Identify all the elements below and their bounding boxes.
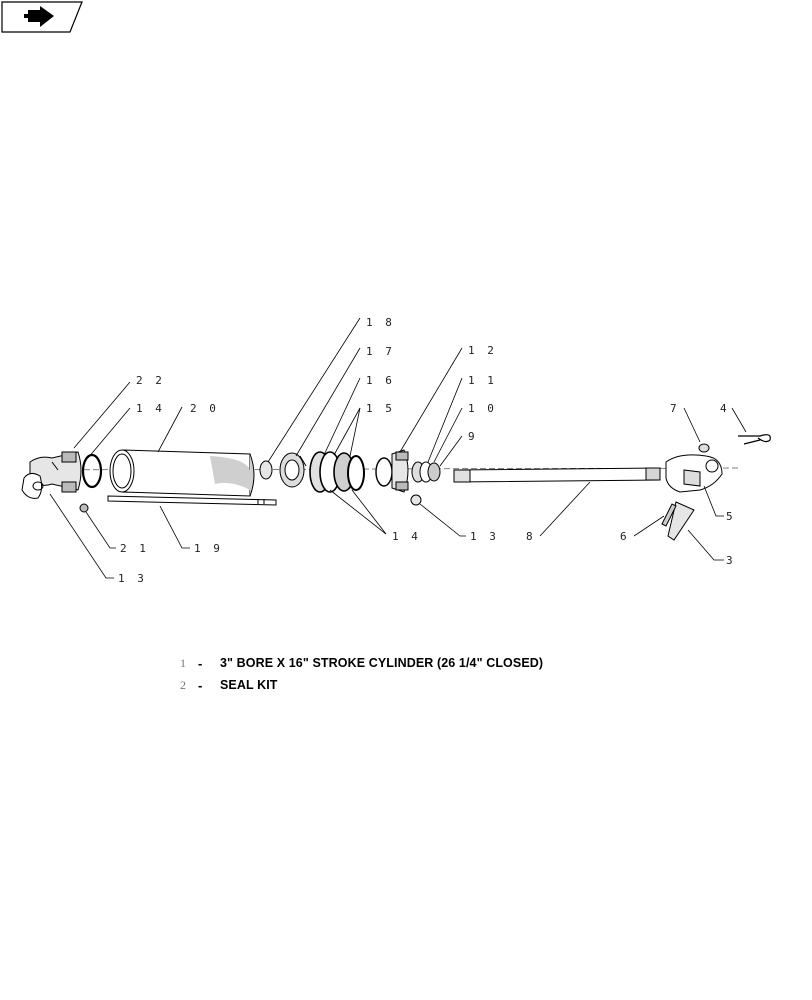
callout-21: 2 1 — [120, 542, 149, 555]
callout-15: 1 5 — [366, 402, 395, 415]
o-ring — [81, 453, 103, 489]
legend-dash: - — [198, 677, 203, 693]
callout-13: 1 3 — [118, 572, 147, 585]
leader-lines — [49, 317, 747, 579]
clevis-pin — [667, 501, 695, 541]
callout-12: 1 2 — [468, 344, 497, 357]
callout-17: 1 7 — [366, 345, 395, 358]
cylinder-barrel — [109, 449, 255, 497]
callout-22: 2 2 — [136, 374, 165, 387]
set-screw — [79, 503, 89, 513]
tie-rod — [107, 495, 277, 506]
callout-19: 1 9 — [194, 542, 223, 555]
rod-end-cap — [375, 449, 409, 493]
callout-14: 1 4 — [392, 530, 421, 543]
legend-number: 2 — [180, 677, 186, 692]
callout-6: 6 — [620, 530, 630, 543]
legend-dash: - — [198, 655, 203, 671]
piston — [279, 452, 307, 488]
callout-10: 1 0 — [468, 402, 497, 415]
bolt — [661, 503, 677, 527]
piston-rod — [453, 467, 661, 483]
legend-row: 2 - SEAL KIT — [180, 674, 543, 696]
callout-8: 8 — [526, 530, 536, 543]
parts-legend: 1 - 3" BORE X 16" STROKE CYLINDER (26 1/… — [180, 652, 543, 696]
legend-row: 1 - 3" BORE X 16" STROKE CYLINDER (26 1/… — [180, 652, 543, 674]
callout-9: 9 — [468, 430, 478, 443]
callout-13: 1 3 — [470, 530, 499, 543]
piston-seals — [309, 451, 365, 493]
callout-4: 4 — [720, 402, 730, 415]
rod-end-clevis — [665, 454, 723, 493]
callout-3: 3 — [726, 554, 736, 567]
legend-description: 3" BORE X 16" STROKE CYLINDER (26 1/4" C… — [220, 656, 544, 670]
callout-16: 1 6 — [366, 374, 395, 387]
nut — [410, 494, 422, 506]
legend-description: SEAL KIT — [220, 678, 278, 692]
callout-11: 1 1 — [468, 374, 497, 387]
callout-18: 1 8 — [366, 316, 395, 329]
forward-arrow-icon — [24, 6, 54, 27]
nav-tab[interactable] — [0, 0, 84, 34]
rod-seal-stack — [411, 461, 441, 483]
callout-labels: 2 2 1 4 2 0 1 8 1 7 1 6 1 5 1 2 1 1 1 0 … — [118, 316, 736, 585]
nut — [259, 460, 273, 480]
callout-7: 7 — [670, 402, 680, 415]
callout-14: 1 4 — [136, 402, 165, 415]
grease-fitting — [698, 443, 710, 453]
cotter-pin — [738, 434, 771, 445]
legend-number: 1 — [180, 655, 186, 670]
callout-20: 2 0 — [190, 402, 219, 415]
base-end-cap — [21, 451, 82, 499]
callout-5: 5 — [726, 510, 736, 523]
